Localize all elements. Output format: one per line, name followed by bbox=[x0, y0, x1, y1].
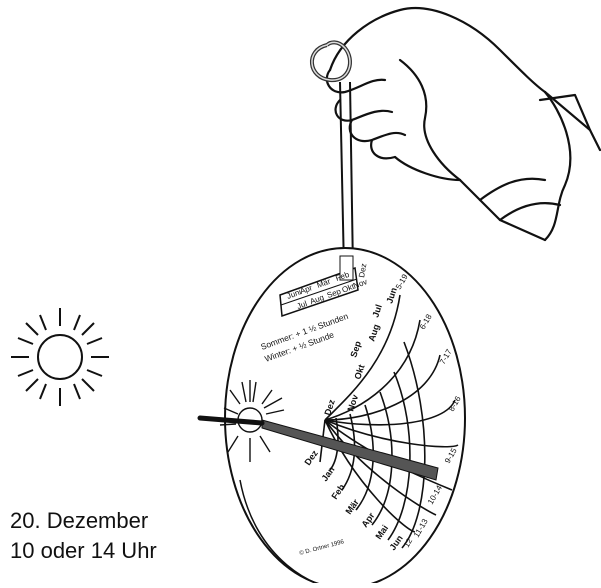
caption-time: 10 oder 14 Uhr bbox=[10, 538, 157, 564]
hand-drawing bbox=[327, 8, 600, 240]
string-loop bbox=[312, 42, 353, 270]
sun-icon bbox=[11, 308, 109, 406]
caption-date: 20. Dezember bbox=[10, 508, 148, 534]
